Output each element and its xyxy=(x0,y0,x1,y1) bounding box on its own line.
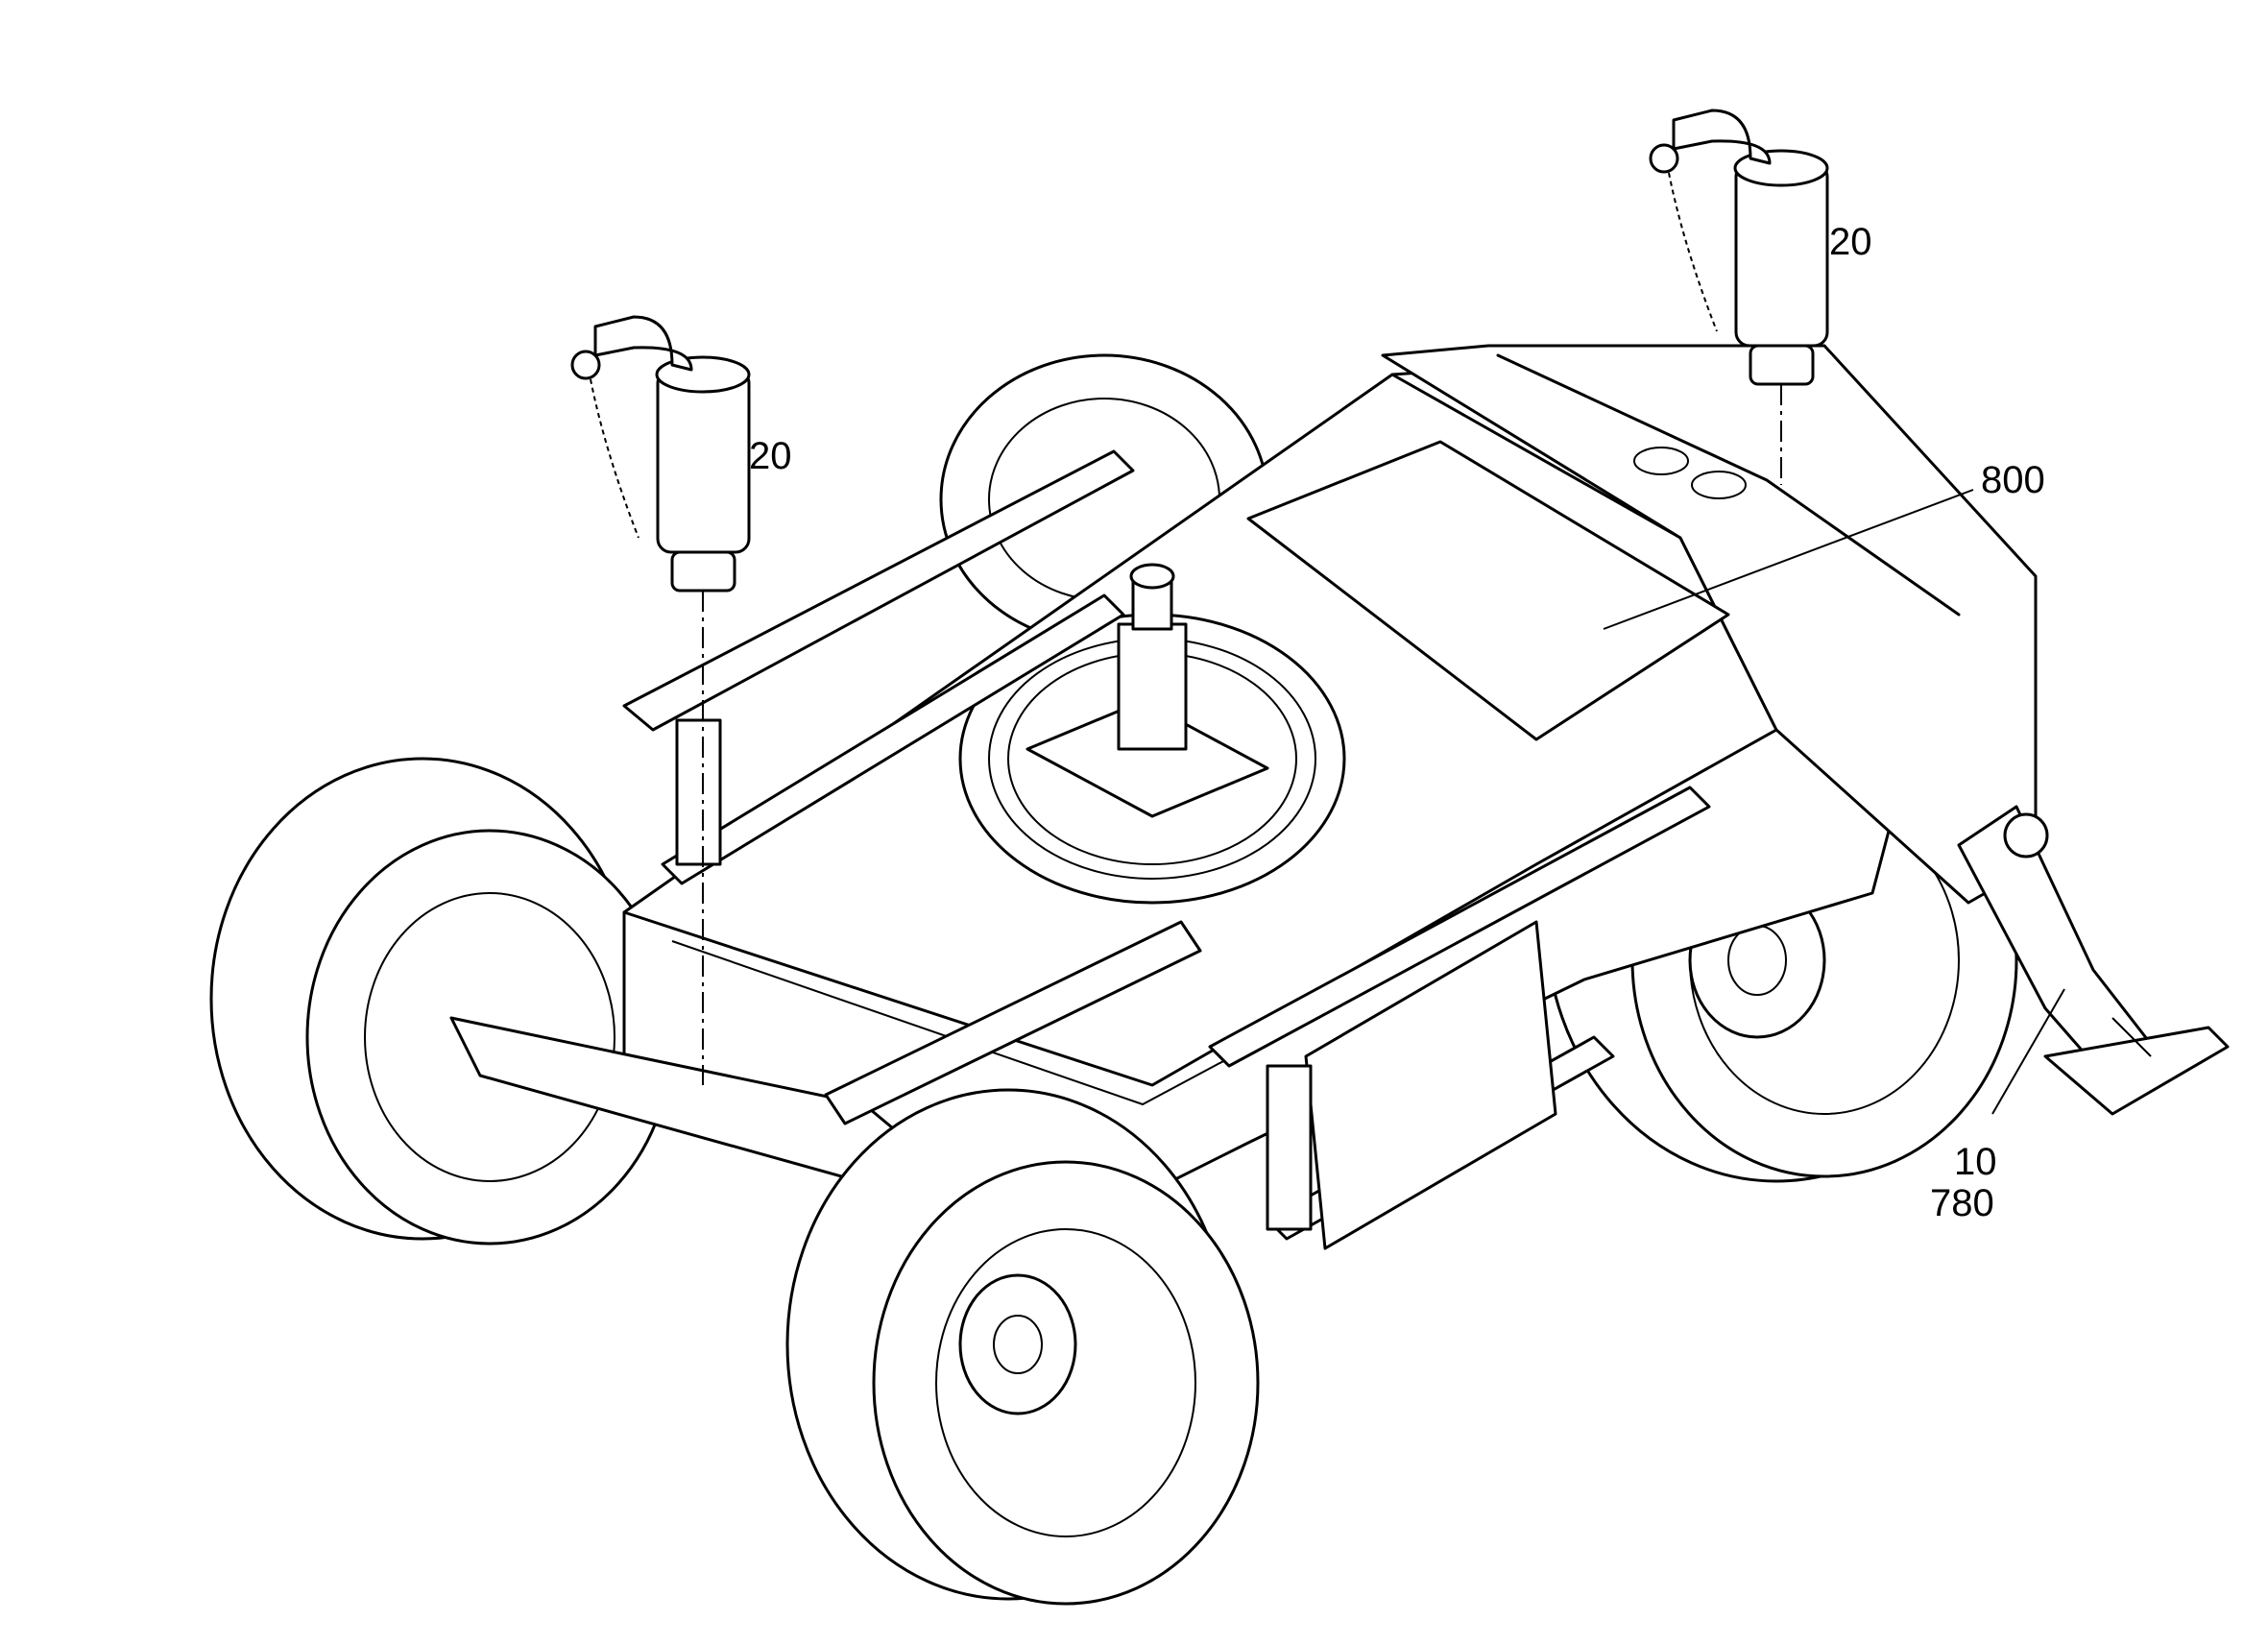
lock-pin-icon xyxy=(570,315,751,593)
step-rail-left xyxy=(622,449,1135,885)
step-rail-right xyxy=(1208,786,1711,1250)
platform-plate xyxy=(1246,440,1730,741)
outrigger-leg xyxy=(1957,805,2230,1116)
callout-outrigger-a: 10 xyxy=(1954,1141,1997,1183)
callout-outrigger-b: 780 xyxy=(1930,1182,1994,1224)
lock-pin-icon xyxy=(1649,109,1829,386)
callout-platform: 800 xyxy=(1981,459,2045,501)
callout-pin-right: 20 xyxy=(1829,221,1872,263)
front-axle xyxy=(449,920,1202,1193)
slewing-ring xyxy=(958,563,1346,905)
wheel-front xyxy=(785,1088,1260,1606)
wheel-left xyxy=(209,757,674,1246)
callout-pin-left: 20 xyxy=(749,435,792,477)
leader-platform xyxy=(1603,489,1974,630)
leader-outrigger xyxy=(1991,988,2065,1115)
